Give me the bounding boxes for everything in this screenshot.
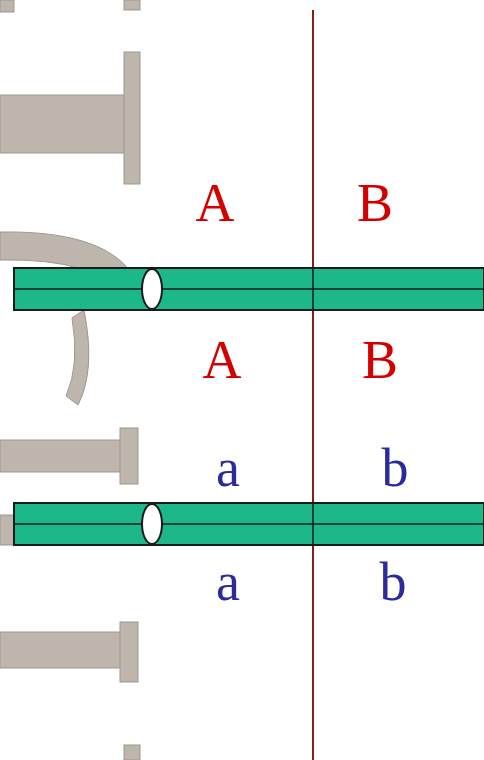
allele-label: a xyxy=(216,441,240,495)
allele-label: b xyxy=(380,555,407,609)
allele-label: a xyxy=(216,555,240,609)
allele-label: B xyxy=(357,176,393,230)
chromosome-top xyxy=(14,268,484,310)
allele-label: A xyxy=(203,333,242,387)
allele-label: A xyxy=(196,176,235,230)
allele-label: b xyxy=(382,441,409,495)
allele-label: B xyxy=(362,333,398,387)
chromosome-bottom xyxy=(14,503,484,545)
watermark-letters xyxy=(0,0,140,760)
divider-line xyxy=(312,10,314,760)
